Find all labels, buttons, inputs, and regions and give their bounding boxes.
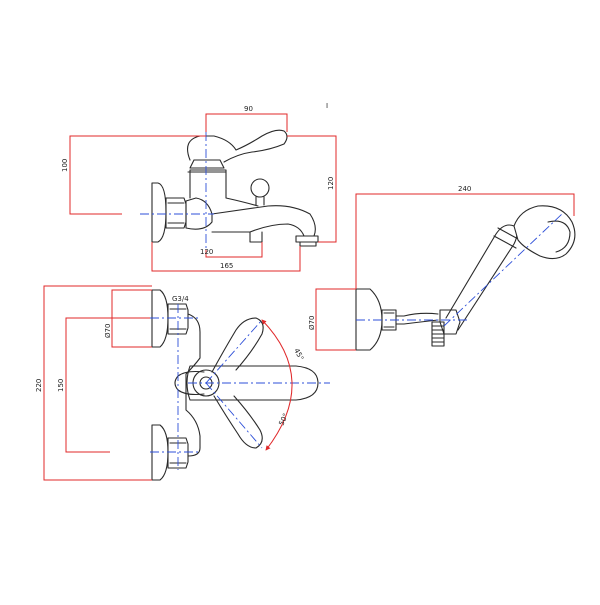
dim-90-line [205,113,288,132]
shower-hose-thread [431,321,445,347]
side-diverter-stem [255,196,265,206]
side-spout-tip [295,235,319,247]
dim-90-label: 90 [244,105,253,113]
shower-handle-collar [493,227,521,249]
dim-50-label: 50° [278,412,291,427]
side-cartridge [187,159,227,173]
mark-label: I [326,102,328,110]
dim-100-line [69,135,206,215]
side-body [185,197,213,230]
front-flange-top [151,289,169,348]
dim-165-label: 165 [220,262,233,270]
dim-120v-label: 120 [327,177,335,190]
dim-240-label: 240 [458,185,471,193]
shower-head-face [547,220,571,253]
front-cross-left-arm [174,370,205,396]
dim-165-line [151,242,301,272]
dim-120h-label: 120 [200,248,213,256]
front-cross-upper-arm [211,317,264,373]
side-shower-outlet [249,231,263,243]
dim-120v-line [287,135,337,243]
shower-head [513,205,576,260]
side-view: 90 100 120 120 165 [61,105,337,272]
dim-100-label: 100 [61,159,69,172]
dim-220-line [43,285,152,481]
dim-45-label: 45° [292,347,305,362]
dim-angle-arc [261,319,293,451]
side-lever [187,129,288,163]
side-hex-nut [165,197,187,229]
front-view: G3/4 Ø70 220 150 45° 50° [35,285,330,481]
shower-axis-handle [443,213,563,327]
dim-d70-shower-label: Ø70 [308,316,316,330]
shower-view: 240 Ø70 [308,185,576,351]
side-diverter-knob [250,178,270,198]
dim-120h-line [205,242,263,258]
dim-d70-front-label: Ø70 [104,324,112,338]
connector-label: G3/4 [172,295,189,303]
side-body-neck [189,169,259,207]
front-axis-angle-up [205,319,263,384]
shower-bracket-neck [381,309,397,331]
shower-wall-bracket [355,288,383,351]
front-handle [186,365,319,401]
dim-150-label: 150 [57,379,65,392]
dim-240-line [355,193,575,289]
shower-bracket-arm [395,312,439,325]
dim-150-line [65,317,150,453]
front-body [185,313,201,457]
dim-220-label: 220 [35,379,43,392]
side-wall-flange [151,182,167,243]
front-axis-angle-down [205,382,263,449]
side-spout [211,205,316,237]
front-flange-bottom [151,424,169,481]
dim-d70-shower-line [315,288,356,351]
front-cross-lower-arm [213,395,263,449]
